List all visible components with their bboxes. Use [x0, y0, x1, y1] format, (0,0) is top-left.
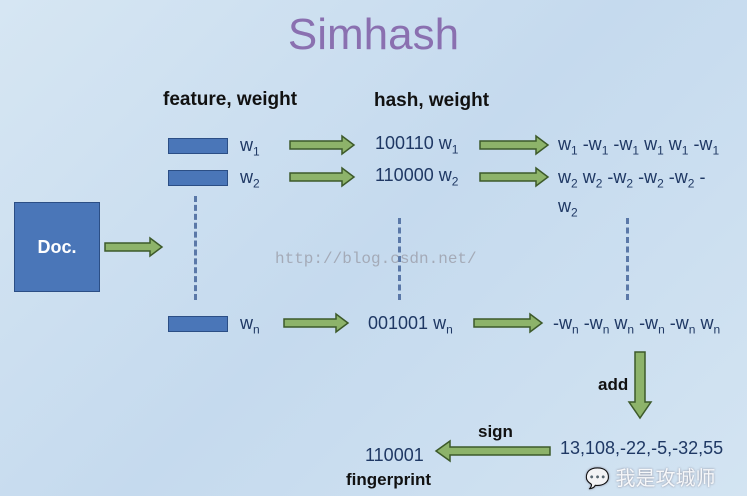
vector-1: w1 -w1 -w1 w1 w1 -w1	[558, 134, 720, 158]
fingerprint-value: 110001	[365, 445, 424, 465]
arrow-feature1-to-hash	[289, 134, 356, 156]
arrow-hashn-to-vector	[473, 312, 544, 334]
watermark-text: 💬 我是攻城师	[585, 468, 716, 490]
hash-1: 100110 w1	[375, 133, 459, 157]
document-box: Doc.	[14, 202, 100, 292]
arrow-hash1-to-vector	[479, 134, 550, 156]
weight-n: wn	[240, 313, 260, 337]
arrow-sign-left	[434, 439, 551, 463]
arrow-add-down	[627, 351, 653, 420]
vector-n: -wn -wn wn -wn -wn wn	[553, 313, 721, 337]
ellipsis-dash-features	[194, 196, 197, 300]
feature-bar-1	[168, 138, 228, 154]
feature-bar-n	[168, 316, 228, 332]
feature-weight-header: feature, weight	[163, 89, 298, 110]
watermark-url: http://blog.csdn.net/	[275, 250, 477, 268]
sign-label: sign	[478, 422, 513, 441]
fingerprint-label: fingerprint	[346, 470, 431, 489]
vector-2: w2 w2 -w2 -w2 -w2 -w2	[558, 167, 706, 220]
add-label: add	[598, 375, 629, 394]
ellipsis-dash-hashes	[398, 218, 401, 300]
weight-1: w1	[240, 135, 260, 159]
diagram-title: Simhash	[287, 10, 460, 59]
hash-2: 110000 w2	[375, 165, 459, 189]
document-label: Doc.	[37, 236, 77, 257]
feature-bar-2	[168, 170, 228, 186]
sum-vector: 13,108,-22,-5,-32,55	[560, 438, 724, 458]
weight-2: w2	[240, 167, 260, 191]
arrow-feature2-to-hash	[289, 166, 356, 188]
arrow-featuren-to-hash	[283, 312, 350, 334]
ellipsis-dash-vectors	[626, 218, 629, 300]
hash-n: 001001 wn	[368, 313, 453, 337]
arrow-doc-to-features	[104, 236, 164, 258]
wechat-icon: 💬	[585, 468, 610, 490]
hash-weight-header: hash, weight	[374, 90, 490, 111]
arrow-hash2-to-vector	[479, 166, 550, 188]
